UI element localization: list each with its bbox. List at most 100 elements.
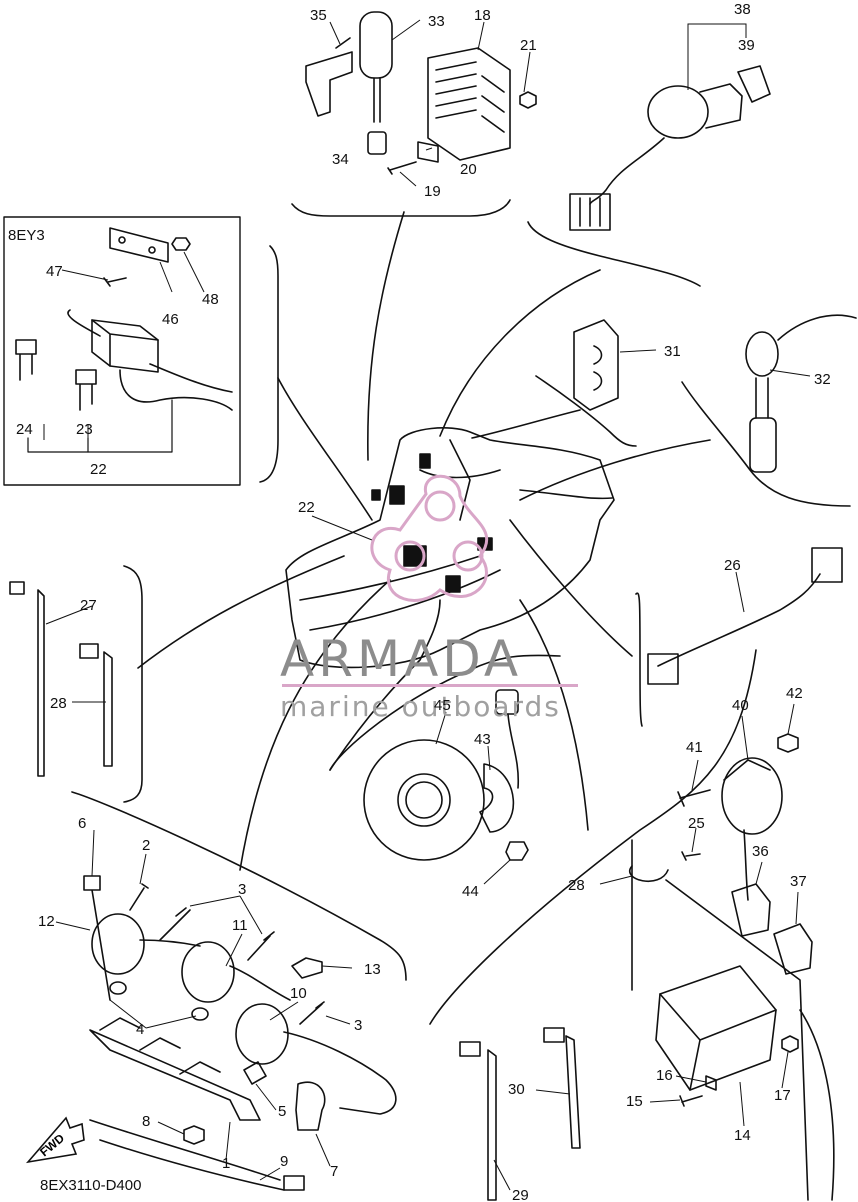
- plug-cap-7: [295, 1081, 326, 1131]
- callout-31: 31: [664, 343, 681, 360]
- bolt-3a: [159, 907, 191, 941]
- group-bracket-31: [535, 375, 637, 447]
- fuse-23: [75, 369, 97, 411]
- callout-14: 14: [734, 1127, 751, 1144]
- watermark-subtitle: marine outboards: [280, 690, 561, 723]
- callout-22: 22: [298, 499, 315, 516]
- callout-12: 12: [38, 913, 55, 930]
- ignition-coil-10: [235, 1003, 289, 1065]
- callout-34: 34: [332, 151, 349, 168]
- callout-28: 28: [50, 695, 67, 712]
- callout-17: 17: [774, 1087, 791, 1104]
- callout-42: 42: [786, 685, 803, 702]
- nut-17: [781, 1035, 799, 1053]
- callout-9: 9: [280, 1153, 288, 1170]
- fuse-holder: [91, 319, 159, 373]
- band-30: [565, 1035, 581, 1149]
- key-39: [737, 65, 771, 103]
- callout-3: 3: [354, 1017, 362, 1034]
- callout-46: 46: [162, 311, 179, 328]
- screw-2: [129, 883, 149, 911]
- nut-21: [519, 91, 537, 109]
- coupler-37: [773, 923, 813, 975]
- stator-40: [721, 757, 783, 835]
- condenser: [359, 11, 393, 79]
- group-bracket-27-28: [123, 565, 143, 803]
- callout-18: 18: [474, 7, 491, 24]
- rectifier-regulator: [427, 47, 511, 161]
- callout-3: 3: [238, 881, 246, 898]
- callout-38: 38: [734, 1, 751, 18]
- callout-20: 20: [460, 161, 477, 178]
- coil-bracket: [89, 1029, 261, 1121]
- ignition-coil-12: [91, 913, 145, 975]
- callout-33: 33: [428, 13, 445, 30]
- callout-10: 10: [290, 985, 307, 1002]
- callout-4: 4: [136, 1021, 144, 1038]
- armada-watermark: ARMADA marine outboards: [280, 474, 578, 723]
- main-switch: [647, 85, 709, 139]
- group-bracket-ignition: [71, 791, 407, 981]
- callout-40: 40: [732, 697, 749, 714]
- band-27: [37, 589, 45, 777]
- callout-25: 25: [688, 815, 705, 832]
- fwd-arrow-icon: FWD: [25, 1116, 85, 1164]
- bolt-3b: [247, 931, 275, 961]
- callout-16: 16: [656, 1067, 673, 1084]
- callout-41: 41: [686, 739, 703, 756]
- callout-37: 37: [790, 873, 807, 890]
- callout-24: 24: [16, 421, 33, 438]
- callout-43: 43: [474, 731, 491, 748]
- coupler-26b: [811, 547, 843, 583]
- callout-26: 26: [724, 557, 741, 574]
- clip-13: [291, 957, 323, 979]
- callout-6: 6: [78, 815, 86, 832]
- cdi-unit: [655, 965, 777, 1091]
- fuse-24: [15, 339, 37, 381]
- bracket-46: [109, 227, 169, 263]
- bolt-41: [677, 789, 711, 807]
- coupler-36: [731, 883, 771, 937]
- switch-coupler: [569, 193, 611, 231]
- drawing-code: 8EX3110-D400: [40, 1177, 141, 1194]
- inset-frame: [3, 216, 241, 486]
- callout-22: 22: [90, 461, 107, 478]
- callout-44: 44: [462, 883, 479, 900]
- screw-35: [335, 37, 351, 49]
- callout-13: 13: [364, 961, 381, 978]
- collar-20: [417, 141, 439, 163]
- group-bracket-top: [291, 199, 511, 217]
- holder-31: [573, 319, 619, 411]
- coupler-26a: [647, 653, 679, 685]
- bolt-19: [387, 161, 417, 175]
- callout-19: 19: [424, 183, 441, 200]
- callout-27: 27: [80, 597, 97, 614]
- group-bracket-cdi: [429, 649, 757, 1025]
- bracket-34: [305, 51, 353, 117]
- callout-21: 21: [520, 37, 537, 54]
- callout-numbers: 8EX3110-D400 8EY3 1 2 3 3 4 5 6 7 8 9 10…: [8, 1, 831, 1202]
- group-bracket-32: [681, 381, 851, 507]
- bolt-3c: [299, 1001, 325, 1025]
- callout-45: 45: [434, 697, 451, 714]
- callout-36: 36: [752, 843, 769, 860]
- bolt-15: [679, 1095, 703, 1107]
- watermark-brand: ARMADA: [280, 630, 522, 688]
- callout-5: 5: [278, 1103, 286, 1120]
- ignition-coil-11: [181, 941, 235, 1003]
- callout-28: 28: [568, 877, 585, 894]
- band-29: [487, 1049, 497, 1201]
- band-6: [83, 875, 111, 1001]
- sub-harness-26: [657, 573, 821, 667]
- callout-29: 29: [512, 1187, 529, 1202]
- callout-11: 11: [232, 917, 248, 934]
- collar-5: [243, 1061, 267, 1085]
- band-28: [103, 651, 113, 767]
- engine-outline: [285, 427, 615, 669]
- callout-15: 15: [626, 1093, 643, 1110]
- nut-48: [171, 237, 191, 251]
- callout-8: 8: [142, 1113, 150, 1130]
- callout-1: 1: [222, 1155, 230, 1172]
- pickup-coil-43: [479, 763, 515, 833]
